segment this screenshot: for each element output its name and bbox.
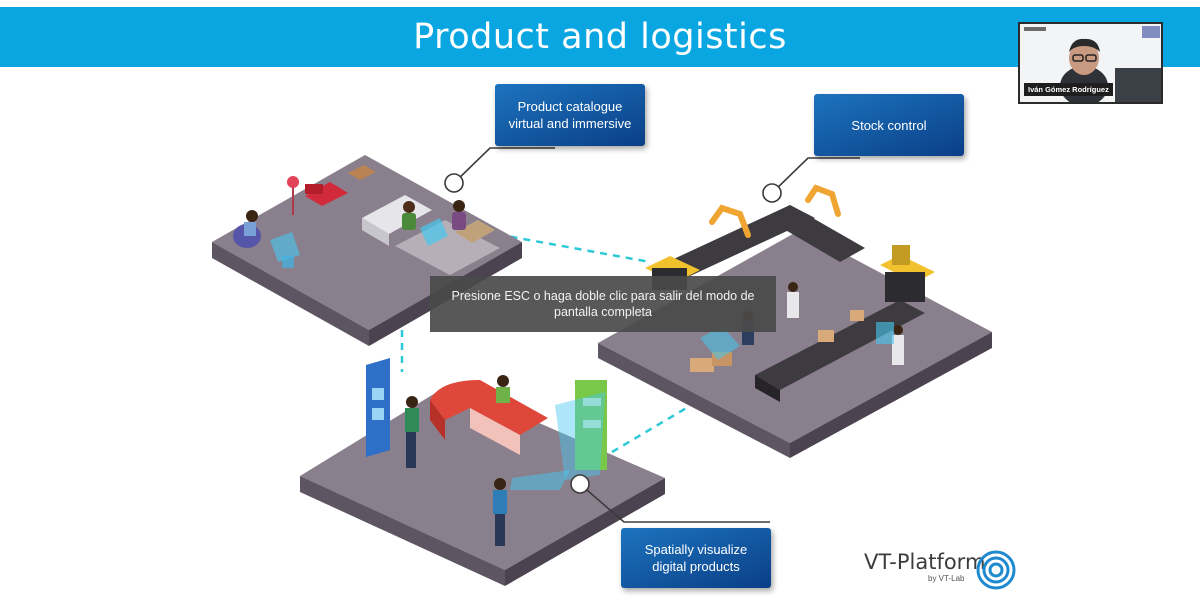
- video-brand-tag: [1024, 27, 1046, 31]
- slide-title: Product and logistics: [413, 17, 787, 57]
- factory-platform: [598, 184, 992, 458]
- fullscreen-exit-text: Presione ESC o haga doble clic para sali…: [451, 289, 755, 319]
- product-catalogue-line1: Product catalogue: [517, 99, 623, 114]
- spatial-visualize-callout: Spatially visualize digital products: [621, 528, 771, 588]
- product-catalogue-callout: Product catalogue virtual and immersive: [495, 84, 645, 146]
- logo-target-icon: [976, 550, 1016, 590]
- participant-video-thumbnail[interactable]: Iván Gómez Rodríguez: [1018, 22, 1163, 104]
- stock-control-label: Stock control: [851, 117, 927, 133]
- callout-connectors: [444, 147, 860, 523]
- slide-title-bar: Product and logistics: [0, 7, 1200, 67]
- logo-byline: by VT-Lab: [928, 574, 965, 583]
- spatial-visualize-line1: Spatially visualize: [644, 542, 748, 557]
- product-catalogue-line2: virtual and immersive: [508, 116, 632, 131]
- participant-video: [1060, 26, 1161, 102]
- spatial-visualize-line2: digital products: [652, 559, 740, 574]
- store-platform: [300, 358, 665, 586]
- stock-control-callout: Stock control: [814, 94, 964, 156]
- logo-name: VT-Platform: [864, 550, 986, 574]
- participant-name: Iván Gómez Rodríguez: [1024, 83, 1113, 96]
- living-room-platform: [212, 155, 522, 346]
- fullscreen-exit-notice: Presione ESC o haga doble clic para sali…: [430, 276, 776, 332]
